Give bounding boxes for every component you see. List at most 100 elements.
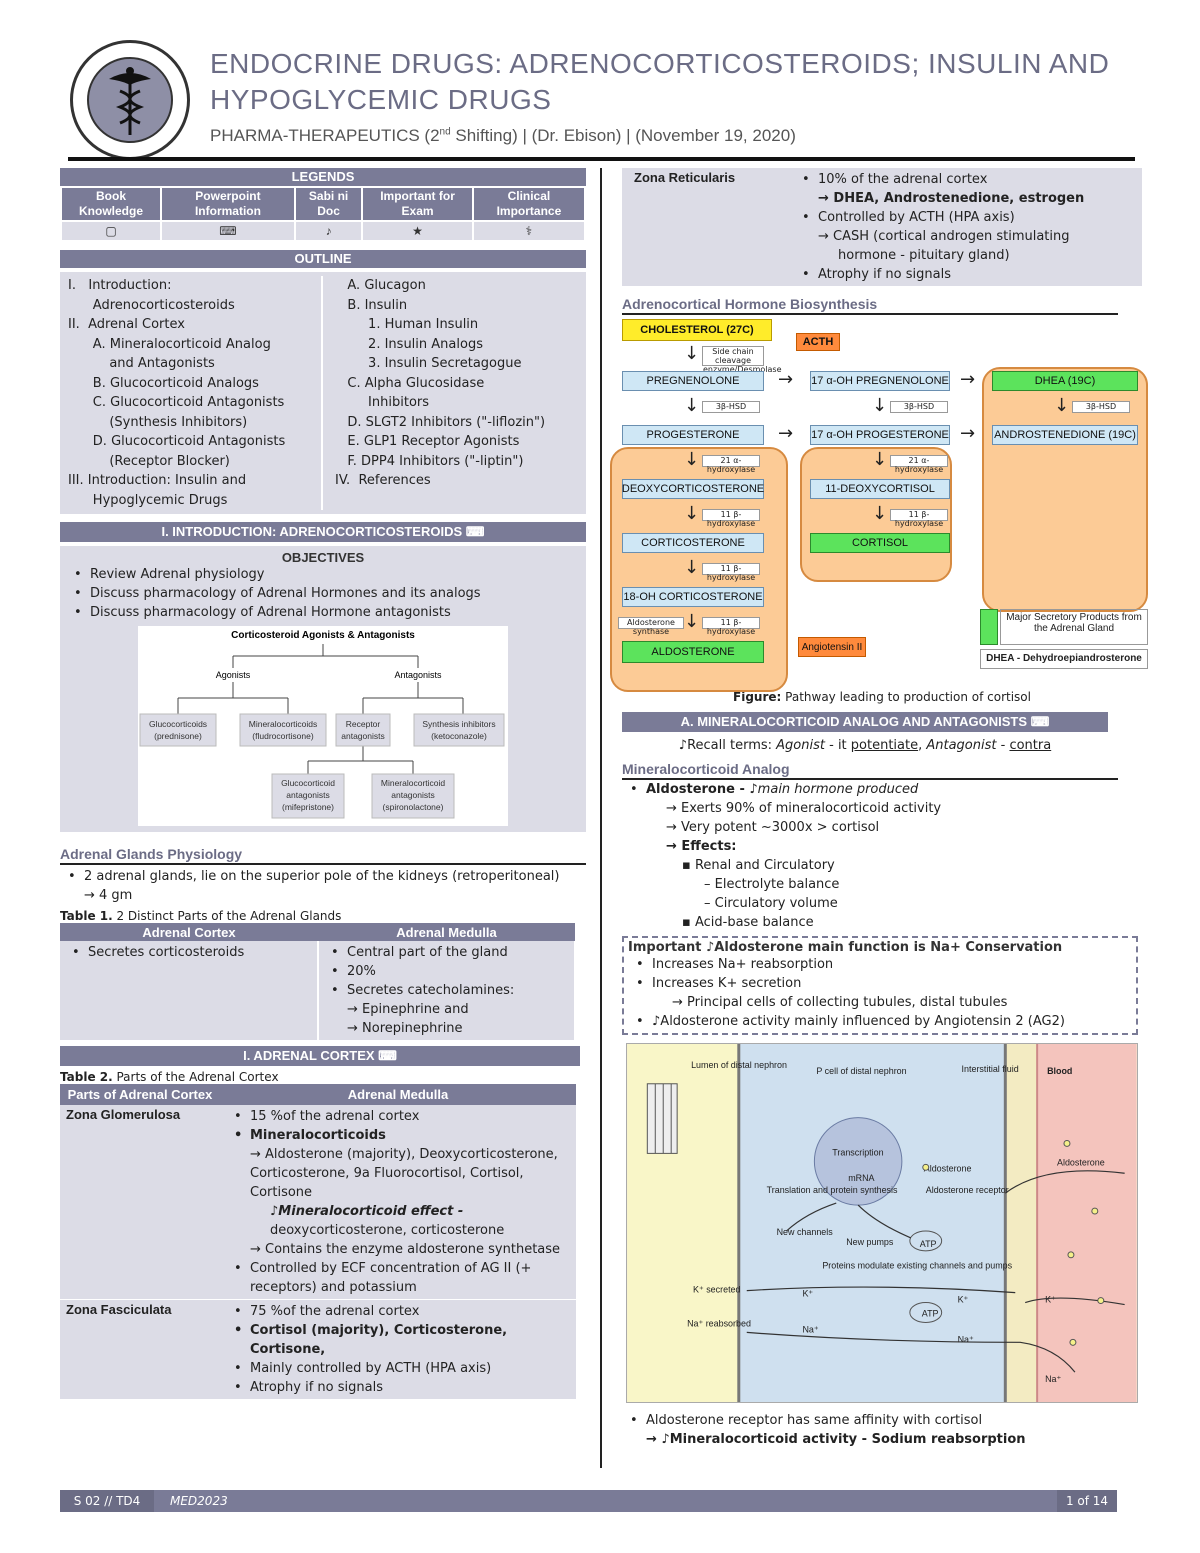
cell-aldosterone-blood-label: Aldosterone xyxy=(1057,1157,1105,1167)
column-divider xyxy=(600,168,602,1468)
objectives-list: Review Adrenal physiology Discuss pharma… xyxy=(66,565,580,622)
ga-ex: (mifepristone) xyxy=(282,802,334,812)
receptor-box: Receptor xyxy=(346,719,381,729)
cell-atp-label: ATP xyxy=(920,1239,937,1249)
arrow-down: ↓ xyxy=(684,557,700,578)
footer-batch: MED2023 xyxy=(170,1494,228,1508)
mineralo-ex: (fludrocortisone) xyxy=(252,731,314,741)
footer-page: 1 of 14 xyxy=(1057,1490,1117,1512)
outline-item: (Synthesis Inhibitors) xyxy=(68,414,248,430)
synth-ex: (ketoconazole) xyxy=(431,731,487,741)
cell-newchannels-label: New channels xyxy=(777,1227,834,1237)
cortisol-box: CORTISOL xyxy=(810,533,950,553)
cell-aldoreceptor-label: Aldosterone receptor xyxy=(926,1185,1009,1195)
arrow-down: ↓ xyxy=(684,611,700,632)
book-icon: ▢ xyxy=(59,220,163,242)
mineralo-box: Mineralocorticoids xyxy=(249,719,318,729)
dhea-box: DHEA (19C) xyxy=(992,371,1138,391)
ma-box: Mineralocorticoid xyxy=(381,778,446,788)
cell-ksecreted-label: K⁺ secreted xyxy=(693,1285,740,1295)
oh18-corticosterone-box: 18-OH CORTICOSTERONE xyxy=(622,587,764,607)
corticosteroid-tree-diagram: Corticosteroid Agonists & Antagonists Ag… xyxy=(138,626,508,826)
cholesterol-box: CHOLESTEROL (27C) xyxy=(622,319,772,341)
table1-medulla-cell: Central part of the gland 20% Secretes c… xyxy=(318,941,576,1040)
biosynthesis-title: Adrenocortical Hormone Biosynthesis xyxy=(622,296,1118,315)
arrow-down: ↓ xyxy=(872,395,888,416)
outline-item: D. SLGT2 Inhibitors ("-liflozin") xyxy=(335,414,546,430)
table1-cortex-cell: Secretes corticosteroids xyxy=(60,941,319,1040)
outline-item: C. Glucocorticoid Antagonists xyxy=(68,395,285,410)
cell-na2-label: Na⁺ xyxy=(958,1334,974,1344)
intro-section-bar: I. INTRODUCTION: ADRENOCORTICOSTEROIDS ⌨ xyxy=(60,522,586,542)
recall-terms: ♪Recall terms: Agonist - it potentiate, … xyxy=(678,738,1052,753)
ga-box: Glucocorticoid xyxy=(281,778,335,788)
caduceus-logo-icon xyxy=(70,40,190,160)
legend-major-products: Major Secretory Products from the Adrena… xyxy=(1000,609,1148,645)
document-subtitle: PHARMA-THERAPEUTICS (2nd Shifting) | (Dr… xyxy=(210,126,796,145)
physiology-item: 2 adrenal glands, lie on the superior po… xyxy=(60,867,586,886)
hydroxylase-21-enzyme: 21 α-hydroxylase xyxy=(702,455,760,474)
arrow-down: ↓ xyxy=(684,343,700,364)
effect-sub: – Electrolyte balance xyxy=(704,877,840,892)
antagonists-label: Antagonists xyxy=(394,670,442,680)
arrow-down: ↓ xyxy=(684,503,700,524)
star-icon: ★ xyxy=(361,220,474,242)
legend-book: Book Knowledge xyxy=(59,186,163,222)
deoxycortisol-box: 11-DEOXYCORTISOL xyxy=(810,479,950,499)
footer-code: S 02 // TD4 xyxy=(60,1490,154,1512)
zona-glomerulosa-cell: 15 %of the adrenal cortex Mineralocortic… xyxy=(220,1105,576,1300)
table2-caption: Table 2. Parts of the Adrenal Cortex xyxy=(60,1070,279,1084)
outline-item: 3. Insulin Secretagogue xyxy=(335,356,522,371)
cell-translation-label: Translation and protein synthesis xyxy=(767,1185,898,1195)
ga-box-2: antagonists xyxy=(286,790,329,800)
objective-item: Review Adrenal physiology xyxy=(66,565,580,584)
legend-swatch-green xyxy=(980,609,998,645)
arrow-right: → xyxy=(778,423,794,444)
zona-reticularis-label: Zona Reticularis xyxy=(634,170,736,185)
mineralocorticoid-analog-title: Mineralocorticoid Analog xyxy=(622,761,1118,780)
outline-item: 1. Human Insulin xyxy=(335,317,479,332)
outline-item: and Antagonists xyxy=(68,356,215,371)
hsd-enzyme: 3β-HSD xyxy=(890,401,948,413)
aldosterone-synthase-enzyme: Aldosterone synthase xyxy=(618,617,684,636)
outline-right: A. Glucagon B. Insulin 1. Human Insulin … xyxy=(323,276,545,510)
mineralocorticoid-section-bar: A. MINERALOCORTICOID ANALOG AND ANTAGONI… xyxy=(622,712,1108,732)
important-label: Important ♪Aldosterone main function is … xyxy=(628,940,1063,955)
outline-item: I. Introduction: xyxy=(68,278,172,293)
physiology-list: 2 adrenal glands, lie on the superior po… xyxy=(60,867,586,886)
outline-item: B. Glucocorticoid Analogs xyxy=(68,375,259,391)
hydroxylase-11-enzyme: 11 β-hydroxylase xyxy=(890,509,948,528)
page-footer: S 02 // TD4 MED2023 1 of 14 xyxy=(60,1490,1117,1512)
outline-item: IV. References xyxy=(335,473,431,488)
acth-box: ACTH xyxy=(796,333,840,351)
cell-interstitial-label: Interstitial fluid xyxy=(962,1064,1019,1074)
zona-fasciculata-cell: 75 %of the adrenal cortex Cortisol (majo… xyxy=(220,1299,576,1399)
legend-dhea: DHEA - Dehydroepiandrosterone xyxy=(980,649,1148,669)
hydroxylase-11-enzyme: 11 β-hydroxylase xyxy=(702,509,760,528)
physiology-sub: → 4 gm xyxy=(84,888,133,903)
outline-item: 2. Insulin Analogs xyxy=(335,336,483,352)
synth-box: Synthesis inhibitors xyxy=(422,719,495,729)
table1-header-medulla: Adrenal Medulla xyxy=(318,923,575,941)
cell-k-label: K⁺ xyxy=(802,1289,813,1299)
zona-reticularis-row: Zona Reticularis 10% of the adrenal cort… xyxy=(622,168,1142,286)
legend-powerpoint: Powerpoint Information xyxy=(160,186,296,222)
right-column: Zona Reticularis 10% of the adrenal cort… xyxy=(610,168,1148,1449)
cell-nareabs-label: Na⁺ reabsorbed xyxy=(687,1318,751,1328)
aldosterone-sub: → Exerts 90% of mineralocorticoid activi… xyxy=(666,801,942,816)
outline-item: Hypoglycemic Drugs xyxy=(68,492,228,508)
outline-item: A. Mineralocorticoid Analog xyxy=(68,336,271,352)
outline-item: D. Glucocorticoid Antagonists xyxy=(68,434,286,449)
aldosterone-list: Aldosterone - ♪main hormone produced xyxy=(622,780,1142,799)
legend-important: Important for Exam xyxy=(361,186,474,222)
hydroxylase-21-enzyme: 21 α-hydroxylase xyxy=(890,455,948,474)
ma-box-2: antagonists xyxy=(391,790,434,800)
objective-item: Discuss pharmacology of Adrenal Hormones… xyxy=(66,584,580,603)
corticosterone-box: CORTICOSTERONE xyxy=(622,533,764,553)
arrow-down: ↓ xyxy=(872,503,888,524)
objectives-box: OBJECTIVES Review Adrenal physiology Dis… xyxy=(60,546,586,832)
outline-item: B. Insulin xyxy=(335,297,408,313)
music-note-icon: ♪ xyxy=(293,220,364,242)
